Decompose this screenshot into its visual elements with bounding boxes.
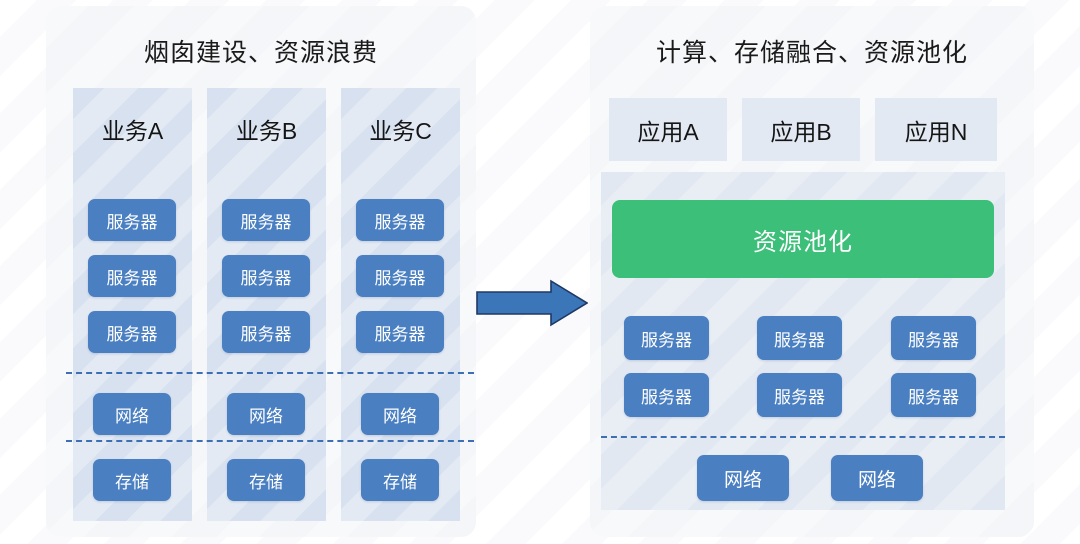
server-box[interactable]: 服务器 xyxy=(891,373,976,417)
network-box[interactable]: 网络 xyxy=(93,393,171,435)
server-box[interactable]: 服务器 xyxy=(624,316,709,360)
server-box[interactable]: 服务器 xyxy=(88,255,176,297)
server-box[interactable]: 服务器 xyxy=(891,316,976,360)
server-box[interactable]: 服务器 xyxy=(624,373,709,417)
app-box-a[interactable]: 应用A xyxy=(609,98,727,161)
server-box[interactable]: 服务器 xyxy=(757,316,842,360)
app-box-b[interactable]: 应用B xyxy=(742,98,860,161)
storage-box[interactable]: 存储 xyxy=(361,459,439,501)
right-panel-title: 计算、存储融合、资源池化 xyxy=(655,39,968,67)
right-arrow-icon xyxy=(476,279,588,327)
server-box[interactable]: 服务器 xyxy=(356,311,444,353)
server-box[interactable]: 服务器 xyxy=(88,199,176,241)
server-box[interactable]: 服务器 xyxy=(356,199,444,241)
business-column-c: 业务C xyxy=(341,88,460,521)
app-box-n[interactable]: 应用N xyxy=(875,98,997,161)
server-box[interactable]: 服务器 xyxy=(222,255,310,297)
business-column-c-header: 业务C xyxy=(369,118,432,144)
business-column-b-header: 业务B xyxy=(235,118,298,144)
business-column-b: 业务B xyxy=(207,88,326,521)
network-box[interactable]: 网络 xyxy=(361,393,439,435)
business-column-a: 业务A xyxy=(73,88,192,521)
left-panel-title: 烟囱建设、资源浪费 xyxy=(143,39,378,67)
server-box[interactable]: 服务器 xyxy=(356,255,444,297)
network-box[interactable]: 网络 xyxy=(227,393,305,435)
server-box[interactable]: 服务器 xyxy=(88,311,176,353)
storage-box[interactable]: 存储 xyxy=(227,459,305,501)
resource-pool-container: 资源池化 服务器 服务器 服务器 服务器 服务器 服务器 网络 网络 xyxy=(601,172,1005,510)
network-box[interactable]: 网络 xyxy=(831,455,923,501)
compute-network-divider xyxy=(66,372,474,374)
network-storage-divider xyxy=(66,440,474,442)
network-box[interactable]: 网络 xyxy=(697,455,789,501)
compute-network-divider xyxy=(601,436,1005,438)
business-column-a-header: 业务A xyxy=(101,118,164,144)
resource-pool-bar[interactable]: 资源池化 xyxy=(612,200,994,278)
server-box[interactable]: 服务器 xyxy=(757,373,842,417)
server-box[interactable]: 服务器 xyxy=(222,199,310,241)
storage-box[interactable]: 存储 xyxy=(93,459,171,501)
server-box[interactable]: 服务器 xyxy=(222,311,310,353)
